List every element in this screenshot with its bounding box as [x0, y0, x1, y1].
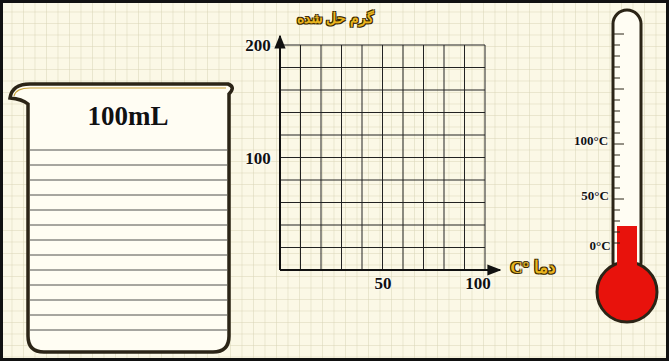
beaker-line: [30, 210, 227, 211]
x-axis-title: دما °C: [510, 259, 555, 278]
y-axis-title: گرم حل شده: [297, 11, 374, 26]
thermometer-tick: [614, 78, 620, 79]
thermometer-tick: [614, 56, 620, 57]
temperature-label: 0°C: [589, 239, 610, 253]
beaker-line: [30, 180, 227, 181]
thermometer-tick: [614, 100, 620, 101]
y-tick-label: 100: [245, 150, 271, 169]
grid-line: [280, 135, 485, 136]
y-axis: [279, 36, 281, 270]
beaker-line: [30, 240, 227, 241]
thermometer-tick: [614, 243, 620, 244]
grid-line: [280, 247, 485, 248]
beaker-line: [30, 150, 227, 151]
thermometer-ticks: [614, 34, 624, 243]
y-tick-label: 200: [245, 37, 271, 56]
temperature-label: 50°C: [581, 189, 609, 203]
thermometer-tick: [614, 232, 620, 233]
grid-line: [280, 45, 485, 46]
grid-line: [280, 67, 485, 68]
beaker-line: [30, 300, 227, 301]
beaker-line: [30, 285, 227, 286]
thermometer-tick: [614, 45, 620, 46]
thermometer-tick: [614, 210, 620, 211]
beaker-line: [30, 225, 227, 226]
beaker-line: [30, 195, 227, 196]
grid-line: [280, 90, 485, 91]
beaker-line: [30, 315, 227, 316]
thermometer-tick: [614, 122, 620, 123]
mercury-column: [617, 226, 637, 288]
x-tick-label: 100: [465, 275, 491, 294]
chart-grid: [280, 45, 485, 270]
grid-line: [280, 202, 485, 203]
beaker-rim: [14, 88, 226, 96]
temperature-label: 100°C: [574, 134, 608, 148]
thermometer-tick: [614, 89, 624, 90]
grid-line: [280, 157, 485, 158]
beaker-line: [30, 255, 227, 256]
beaker-line: [30, 270, 227, 271]
beaker-marks: [30, 150, 227, 330]
chart: [280, 36, 500, 270]
thermometer-tick: [614, 188, 620, 189]
x-axis: [280, 269, 500, 271]
grid-line: [280, 112, 485, 113]
thermometer-tick: [614, 177, 620, 178]
thermometer-tick: [614, 199, 624, 200]
thermometer-tick: [614, 144, 624, 145]
thermometer-tick: [614, 111, 620, 112]
beaker-line: [30, 330, 227, 331]
volume-label: 100mL: [88, 102, 169, 132]
beaker: [10, 84, 232, 352]
beaker-outline: [10, 84, 232, 352]
grid-line: [280, 225, 485, 226]
thermometer-tick: [614, 166, 620, 167]
thermometer: [597, 10, 657, 322]
beaker-line: [30, 165, 227, 166]
x-tick-label: 50: [375, 275, 392, 294]
thermometer-tick: [614, 155, 620, 156]
thermometer-tick: [614, 67, 620, 68]
thermometer-tick: [614, 221, 620, 222]
grid-line: [280, 180, 485, 181]
thermometer-tick: [614, 133, 620, 134]
thermometer-tick: [614, 34, 624, 35]
